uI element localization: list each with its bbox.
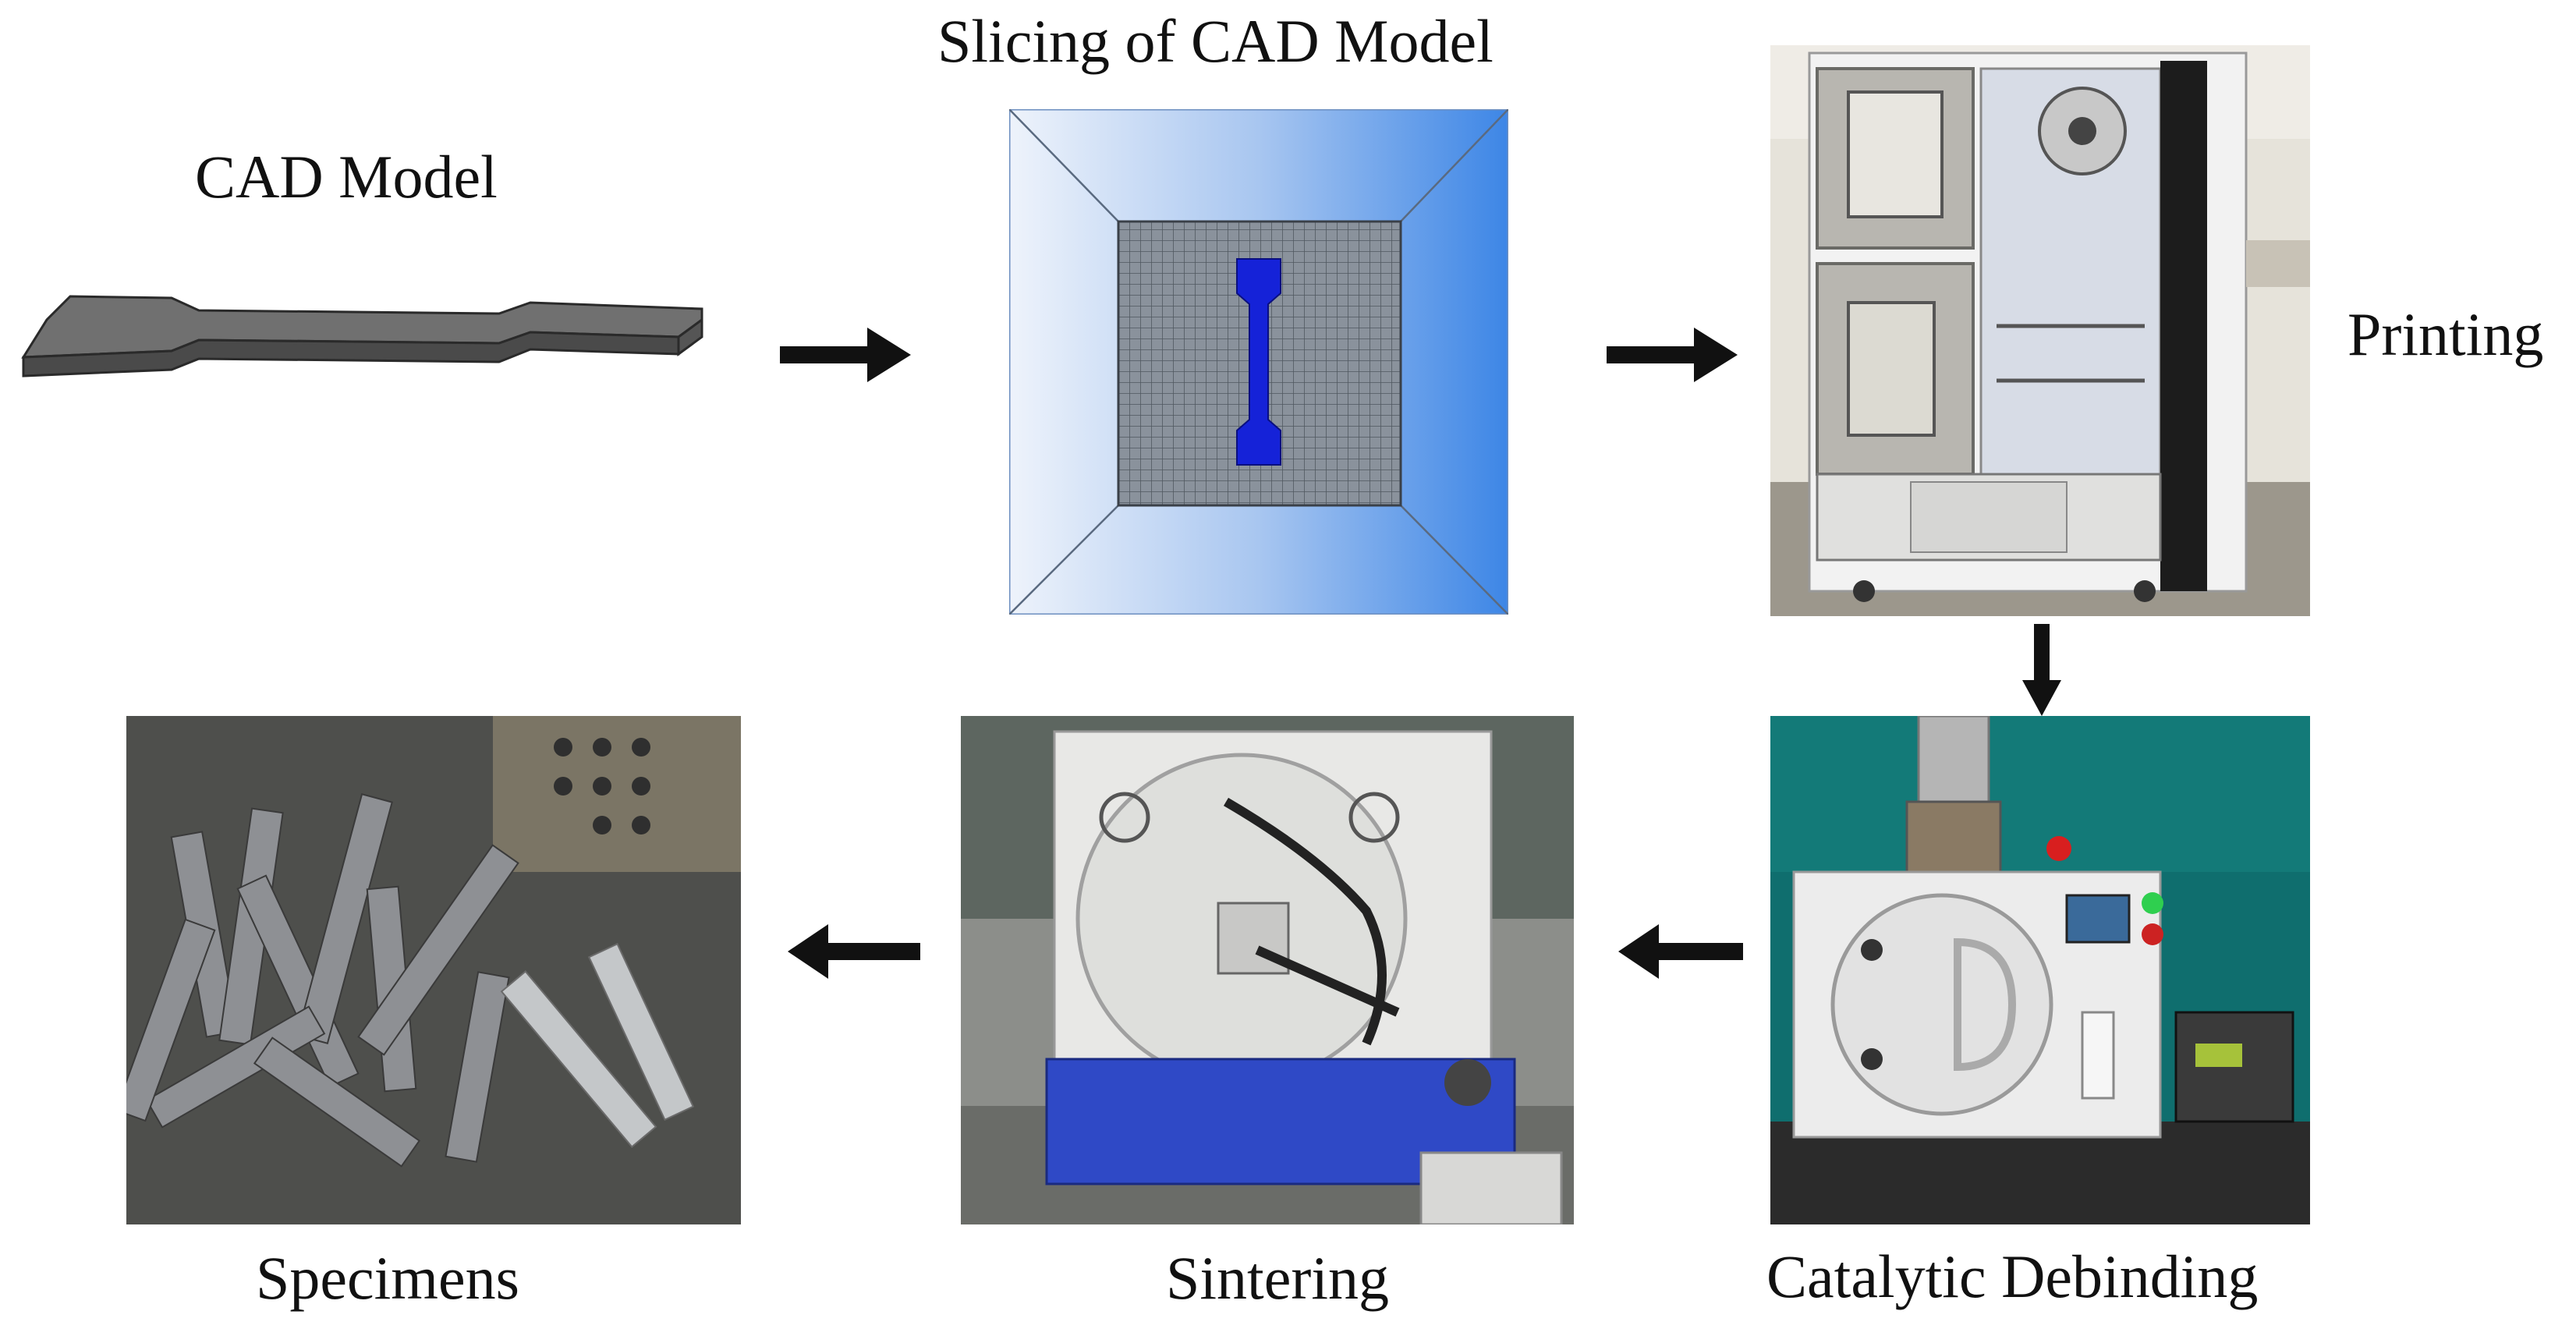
sintering-furnace-photo xyxy=(961,716,1574,1224)
sintering-label: Sintering xyxy=(1166,1244,1389,1312)
arrow-right-1 xyxy=(780,328,911,382)
arrow-down xyxy=(2022,624,2061,716)
specimens-photo xyxy=(126,716,741,1224)
cad-model-dogbone xyxy=(16,289,710,406)
printing-machine-photo xyxy=(1770,45,2310,616)
arrow-right-2 xyxy=(1607,328,1738,382)
arrow-left-1 xyxy=(1618,924,1743,979)
slicing-image xyxy=(1009,109,1508,615)
printing-label: Printing xyxy=(2347,300,2544,368)
catalytic-debinding-photo xyxy=(1770,716,2310,1224)
catalytic-debinding-label: Catalytic Debinding xyxy=(1766,1242,2259,1310)
specimens-label: Specimens xyxy=(256,1244,519,1312)
arrow-left-2 xyxy=(788,924,920,979)
slicing-label: Slicing of CAD Model xyxy=(937,7,1494,75)
cad-model-label: CAD Model xyxy=(195,143,498,211)
